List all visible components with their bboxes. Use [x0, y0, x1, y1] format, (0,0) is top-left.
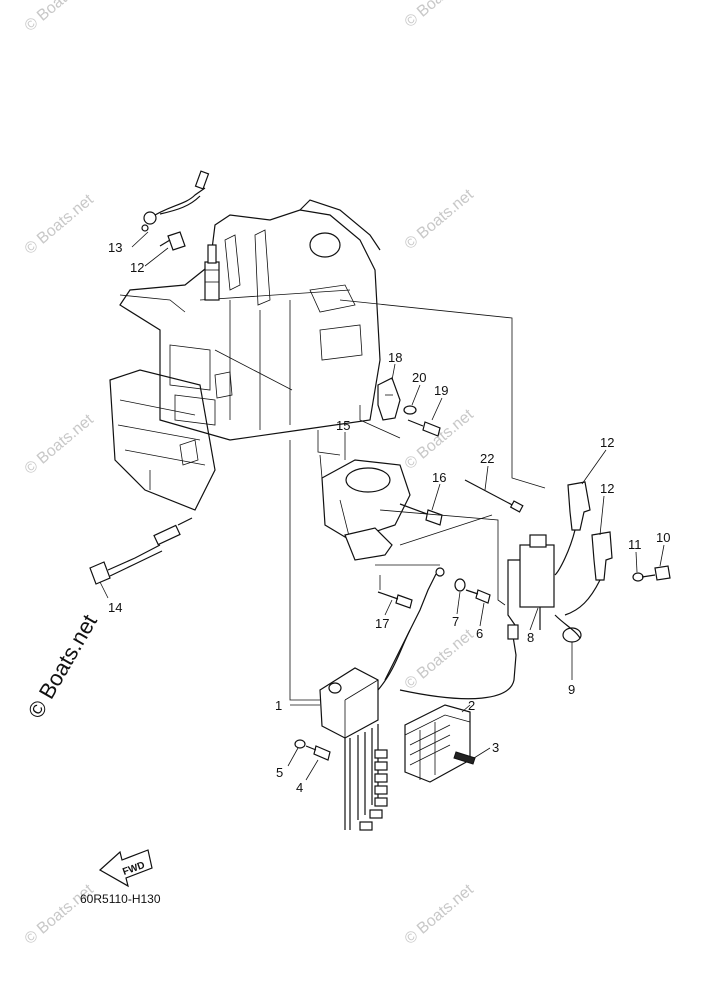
part-label-21: 20	[412, 370, 426, 385]
part-label-13: 12	[130, 260, 144, 275]
washer-11	[632, 572, 644, 582]
part-label-15: 14	[108, 600, 122, 615]
part-labels: 13 12 14 18 20 19 15 16 22 12 12 10 11 8…	[108, 240, 670, 795]
bolt-17	[399, 503, 443, 526]
grommet-9	[554, 614, 582, 643]
watermarks: © Boats.net © Boats.net © Boats.net © Bo…	[22, 0, 478, 948]
washer-5	[294, 739, 306, 749]
part-label-19: 18	[388, 350, 402, 365]
washer-21	[403, 405, 417, 415]
washer-7	[454, 578, 466, 592]
watermark: © Boats.net	[22, 0, 98, 35]
part-label-2: 2	[468, 698, 475, 713]
part-label-10: 10	[656, 530, 670, 545]
part-label-12: 12	[600, 481, 614, 496]
part-label-12: 12	[600, 435, 614, 450]
watermark: © Boats.net	[22, 191, 98, 258]
reference-lines	[214, 299, 546, 701]
sensor-15	[89, 517, 193, 585]
bracket-16	[319, 454, 411, 561]
cdi-unit-1	[319, 629, 411, 830]
sensor-13	[159, 231, 186, 251]
watermark: © Boats.net	[22, 881, 98, 948]
bolt-10	[641, 565, 671, 581]
part-label-1: 1	[275, 698, 282, 713]
part-label-3: 3	[492, 740, 499, 755]
bolt-20	[407, 419, 441, 437]
brand-side-text: © Boats.net	[23, 610, 102, 722]
rectifier-2	[404, 704, 471, 783]
reference-code: 60R5110-H130	[80, 892, 161, 906]
cdi-connectors	[359, 749, 388, 831]
engine-block	[119, 199, 381, 441]
watermark: © Boats.net	[402, 881, 478, 948]
part-label-11: 11	[628, 537, 642, 552]
part-label-22: 22	[480, 451, 494, 466]
watermark: © Boats.net	[402, 0, 478, 31]
plug-cap-12	[564, 531, 613, 616]
part-label-4: 4	[296, 780, 303, 795]
part-label-6: 6	[476, 626, 483, 641]
watermark: © Boats.net	[402, 186, 478, 253]
screw-3	[453, 751, 476, 765]
part-label-20: 19	[434, 383, 448, 398]
lower-cowling	[109, 369, 216, 511]
bolt-18	[377, 591, 413, 609]
bracket-19	[359, 377, 401, 439]
bolt-4	[305, 745, 331, 761]
spark-plug-post	[204, 244, 220, 301]
ignition-coil-8	[399, 534, 555, 700]
leader-lines	[99, 231, 665, 781]
sensor-14	[141, 170, 210, 232]
part-label-5: 5	[276, 765, 283, 780]
cable-tie-22	[464, 479, 524, 513]
part-label-7: 7	[452, 614, 459, 629]
plug-cap-12	[554, 481, 591, 576]
watermark: © Boats.net	[402, 406, 478, 473]
watermark: © Boats.net	[22, 411, 98, 478]
part-label-17: 16	[432, 470, 446, 485]
part-label-18: 17	[375, 616, 389, 631]
bolt-6	[465, 589, 491, 604]
part-label-8: 8	[527, 630, 534, 645]
part-label-16: 15	[336, 418, 350, 433]
part-label-14: 13	[108, 240, 122, 255]
watermark: © Boats.net	[402, 626, 478, 693]
part-label-9: 9	[568, 682, 575, 697]
fwd-arrow: FWD	[98, 849, 153, 888]
